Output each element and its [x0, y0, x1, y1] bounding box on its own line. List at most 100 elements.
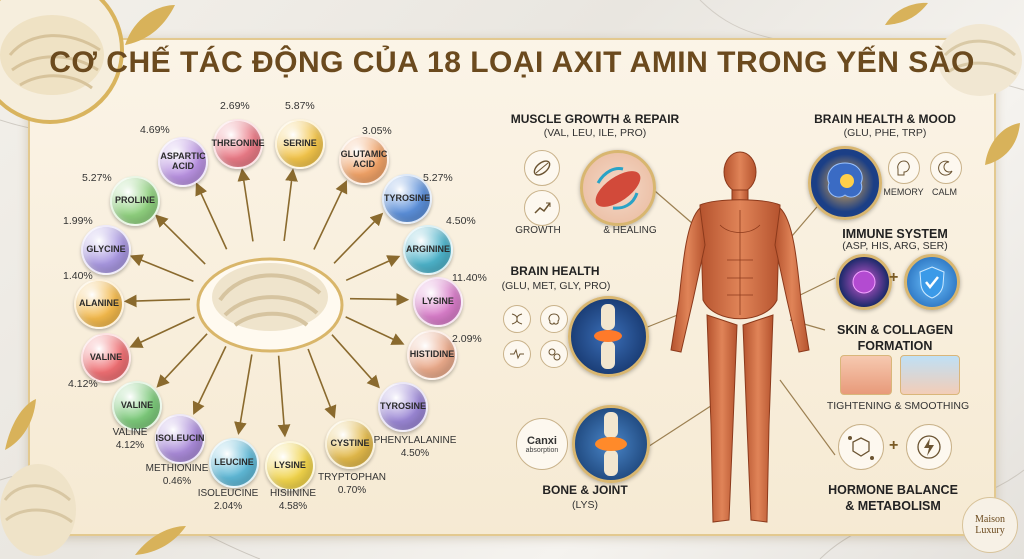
gold-leaf-decoration	[5, 399, 36, 450]
brain-health-subtitle: (GLU, MET, GLY, PRO)	[501, 280, 611, 292]
immune-title: IMMUNE SYSTEM	[842, 227, 948, 241]
gold-leaf-decoration	[125, 5, 175, 45]
amino-acid-serine: SERINE	[275, 119, 325, 169]
muscle-subtitle: (VAL, LEU, ILE, PRO)	[543, 127, 647, 139]
logo-line2: Luxury	[975, 525, 1005, 536]
plus-icon: +	[889, 269, 899, 286]
pct-serine: 5.87%	[285, 100, 315, 112]
dna-icon	[503, 305, 531, 333]
arrow-to-tyrosine	[331, 334, 380, 389]
arrow-to-arginine	[345, 255, 401, 282]
pct-alanine: 1.40%	[63, 270, 93, 282]
page-title: CƠ CHẾ TÁC ĐỘNG CỦA 18 LOẠI AXIT AMIN TR…	[49, 46, 975, 79]
brain-mood-subtitle: (GLU, PHE, TRP)	[843, 127, 927, 139]
pct-arginine: 4.50%	[446, 215, 476, 227]
amino-acid-histidine: HISTIDINE	[407, 330, 457, 380]
arrow-to-valine	[129, 316, 195, 348]
arrow-to-valine	[156, 333, 208, 388]
immune-cell-image	[836, 254, 892, 310]
knee-joint-image	[572, 405, 650, 483]
memory-icon	[888, 152, 920, 184]
amino-acid-lysine: LYSINE	[265, 441, 315, 491]
skin-title: SKIN & COLLAGEN FORMATION	[837, 323, 953, 354]
canxi-badge: Canxi absorption	[516, 418, 568, 470]
brain-icon	[540, 305, 568, 333]
label-tryptophan: TRYPTOPHAN 0.70%	[318, 472, 386, 496]
pct-tyrosine: 5.27%	[423, 172, 453, 184]
label-isoleucine: ISOLEUCINE 2.04%	[197, 488, 259, 512]
gold-leaf-decoration	[135, 526, 186, 555]
amino-acid-tyrosine: TYROSINE	[382, 174, 432, 224]
label-valine: VALINE 4.12%	[112, 427, 148, 451]
shield-icon	[904, 254, 960, 310]
arrow-to-tyrosine	[333, 212, 384, 264]
human-muscle-figure	[670, 151, 810, 523]
hormone-title: HORMONE BALANCE & METABOLISM	[828, 483, 958, 514]
bone-joint-subtitle: (LYS)	[571, 499, 599, 511]
amino-acid-lysine: LYSINE	[413, 277, 463, 327]
arrow-to-glutamic-acid	[313, 180, 348, 250]
muscle-healing-image	[580, 150, 656, 226]
amino-acid-proline: PROLINE	[110, 176, 160, 226]
calm-icon	[930, 152, 962, 184]
collagen-layer-image	[900, 355, 960, 395]
muscle-title: MUSCLE GROWTH & REPAIR	[510, 112, 680, 126]
pct-lysine: 11.40%	[452, 272, 487, 284]
growth-label: GROWTH	[515, 225, 561, 236]
heartbeat-icon	[503, 340, 531, 368]
skin-layer-image	[840, 355, 892, 395]
pct-threonine: 2.69%	[220, 100, 250, 112]
amino-acid-leucine: LEUCINE	[209, 438, 259, 488]
canxi-label: Canxi	[527, 434, 557, 447]
arrow-to-lysine	[277, 355, 291, 438]
calm-label: CALM	[931, 187, 957, 197]
brain-mood-title: BRAIN HEALTH & MOOD	[814, 112, 956, 126]
arrow-to-threonine	[237, 168, 254, 242]
arrow-to-histidine	[345, 316, 405, 345]
bird-nest-corner-image	[938, 24, 1022, 96]
pct-histidine: 2.09%	[452, 333, 482, 345]
gold-leaf-decoration	[985, 123, 1020, 165]
amino-acid-aspartic-acid: ASPARTIC ACID	[158, 137, 208, 187]
amino-acid-tyrosine: TYROSINE	[378, 382, 428, 432]
cells-icon	[540, 340, 568, 368]
arrow-to-glycine	[129, 254, 194, 283]
immune-subtitle: (ASP, HIS, ARG, SER)	[842, 240, 948, 252]
muscle-fiber-icon	[524, 150, 560, 186]
skin-caption: TIGHTENING & SMOOTHING	[826, 400, 970, 412]
amino-acid-arginine: ARGININE	[403, 225, 453, 275]
pct-valine: 4.12%	[68, 378, 98, 390]
amino-acid-glutamic-acid: GLUTAMIC ACID	[339, 135, 389, 185]
arrow-to-proline	[155, 214, 206, 265]
growth-icon	[524, 190, 560, 226]
amino-acid-glycine: GLYCINE	[81, 225, 131, 275]
brain-glow-image	[808, 146, 882, 220]
energy-icon	[906, 424, 952, 470]
absorption-label: absorption	[525, 446, 559, 454]
molecule-icon	[838, 424, 884, 470]
arrow-to-isoleucin	[192, 346, 227, 415]
amino-acid-isoleucin: ISOLEUCIN	[155, 414, 205, 464]
amino-acid-valine: VALINE	[112, 381, 162, 431]
joint-scan-image	[568, 296, 649, 377]
healing-label: & HEALING	[603, 225, 657, 236]
arrow-to-serine	[283, 168, 298, 242]
brain-health-title: BRAIN HEALTH	[510, 264, 600, 278]
bird-nest-corner-image	[0, 464, 76, 556]
pct-glutamic-acid: 3.05%	[362, 125, 392, 137]
plus-icon: +	[889, 437, 899, 454]
amino-acid-threonine: THREONINE	[212, 119, 265, 169]
label-methionine: METHIONINE 0.46%	[145, 463, 209, 487]
amino-acid-cystine: CYSTINE	[325, 419, 375, 469]
label-phenylalanine: PHENYLALANINE 4.50%	[373, 435, 457, 459]
arrow-to-cystine	[307, 348, 337, 419]
arrow-to-lysine	[349, 293, 410, 306]
pct-proline: 5.27%	[82, 172, 112, 184]
gold-leaf-decoration	[885, 2, 928, 25]
brand-logo: Maison Luxury	[962, 497, 1018, 553]
arrow-to-aspartic-acid	[195, 182, 228, 250]
label-hisiinine: HISIININE 4.58%	[269, 488, 317, 512]
bird-nest-corner-image	[0, 0, 124, 124]
